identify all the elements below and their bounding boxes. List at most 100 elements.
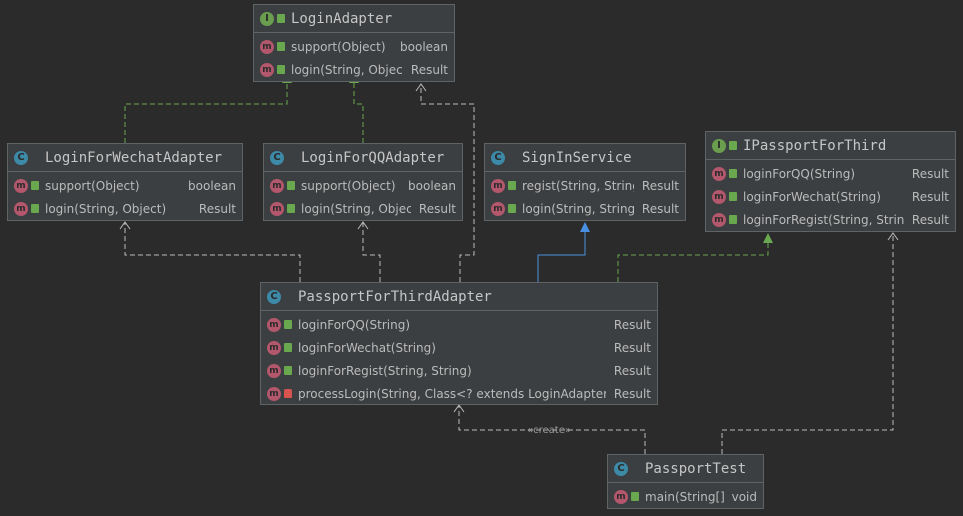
method-row[interactable]: m login(String, Object) Result: [264, 197, 462, 220]
method-row[interactable]: m loginForQQ(String) Result: [261, 313, 657, 336]
public-visibility-icon: [284, 366, 292, 375]
method-return-type: Result: [613, 317, 651, 332]
method-return-type: Result: [613, 363, 651, 378]
method-icon: m: [270, 201, 284, 216]
interface-icon: I: [712, 138, 726, 153]
method-signature: login(String, String): [522, 201, 634, 216]
edge-adapter-depends-wechat: [119, 221, 301, 282]
class-header: C SignInService: [485, 144, 685, 172]
method-return-type: Result: [641, 178, 679, 193]
public-visibility-icon: [729, 192, 737, 201]
class-icon: C: [267, 289, 281, 304]
class-name: LoginForWechatAdapter: [45, 149, 223, 166]
class-passporttest[interactable]: C PassportTest m main(String[]) void: [607, 454, 764, 509]
public-visibility-icon: [277, 14, 285, 23]
method-signature: loginForRegist(String, String): [298, 363, 472, 378]
class-loginforqqadapter[interactable]: C LoginForQQAdapter m support(Object) bo…: [263, 143, 463, 221]
method-row[interactable]: m support(Object) boolean: [8, 174, 242, 197]
public-visibility-icon: [277, 42, 285, 51]
method-row[interactable]: m support(Object) boolean: [264, 174, 462, 197]
method-row[interactable]: m loginForWechat(String) Result: [261, 336, 657, 359]
method-row[interactable]: m main(String[]) void: [608, 485, 763, 508]
method-signature: support(Object): [301, 178, 396, 193]
edge-adapter-depends-qq: [357, 221, 381, 282]
method-icon: m: [614, 489, 628, 504]
method-signature: loginForRegist(String, String): [743, 212, 904, 227]
method-return-type: boolean: [400, 39, 448, 54]
public-visibility-icon: [729, 169, 737, 178]
private-visibility-icon: [284, 389, 292, 398]
class-name: SignInService: [522, 149, 632, 166]
method-return-type: Result: [410, 62, 448, 77]
public-visibility-icon: [31, 181, 39, 190]
class-header: I IPassportForThird: [706, 132, 955, 160]
public-visibility-icon: [631, 492, 639, 501]
method-row[interactable]: m loginForRegist(String, String) Result: [706, 208, 955, 231]
method-return-type: void: [731, 489, 757, 504]
edge-qq-implements-loginadapter: [349, 73, 364, 143]
edge-adapter-extends-signinservice: [537, 222, 590, 282]
method-icon: m: [712, 166, 726, 181]
method-row[interactable]: m processLogin(String, Class<? extends L…: [261, 382, 657, 405]
public-visibility-icon: [729, 141, 737, 150]
method-row[interactable]: m login(String, Object) Result: [8, 197, 242, 220]
edge-test-creates-adapter: [453, 404, 646, 454]
method-icon: m: [712, 212, 726, 227]
method-signature: loginForQQ(String): [298, 317, 411, 332]
class-name: LoginAdapter: [291, 10, 393, 27]
class-name: PassportForThirdAdapter: [298, 288, 492, 305]
method-row[interactable]: m login(String, String) Result: [485, 197, 685, 220]
edge-adapter-depends-loginadapter: [415, 83, 475, 282]
method-signature: support(Object): [45, 178, 140, 193]
method-icon: m: [267, 386, 281, 401]
method-row[interactable]: m login(String, Object) Result: [254, 58, 454, 81]
method-icon: m: [491, 178, 505, 193]
method-icon: m: [270, 178, 284, 193]
public-visibility-icon: [287, 204, 295, 213]
class-name: PassportTest: [645, 460, 747, 477]
class-passportforthirdadapter[interactable]: C PassportForThirdAdapter m loginForQQ(S…: [260, 282, 658, 405]
class-icon: C: [614, 461, 628, 476]
method-return-type: Result: [613, 386, 651, 401]
class-loginadapter[interactable]: I LoginAdapter m support(Object) boolean…: [253, 4, 455, 82]
class-icon: C: [270, 150, 284, 165]
method-signature: main(String[]): [645, 489, 724, 504]
class-signinservice[interactable]: C SignInService m regist(String, String)…: [484, 143, 686, 221]
method-row[interactable]: m regist(String, String) Result: [485, 174, 685, 197]
method-return-type: Result: [418, 201, 456, 216]
class-header: C PassportTest: [608, 455, 763, 483]
create-stereotype-label: «create»: [527, 425, 571, 436]
method-signature: loginForWechat(String): [743, 189, 881, 204]
class-icon: C: [14, 150, 28, 165]
public-visibility-icon: [31, 204, 39, 213]
method-signature: regist(String, String): [522, 178, 634, 193]
public-visibility-icon: [729, 215, 737, 224]
interface-icon: I: [260, 11, 274, 26]
method-icon: m: [14, 178, 28, 193]
method-row[interactable]: m loginForWechat(String) Result: [706, 185, 955, 208]
method-icon: m: [267, 363, 281, 378]
method-return-type: boolean: [408, 178, 456, 193]
class-ipassportforthird[interactable]: I IPassportForThird m loginForQQ(String)…: [705, 131, 956, 232]
method-return-type: boolean: [188, 178, 236, 193]
method-return-type: Result: [911, 189, 949, 204]
class-loginforwechatadapter[interactable]: C LoginForWechatAdapter m support(Object…: [7, 143, 243, 221]
edge-test-depends-ipassport: [721, 232, 899, 454]
class-header: C LoginForQQAdapter: [264, 144, 462, 172]
method-icon: m: [267, 340, 281, 355]
class-name: LoginForQQAdapter: [301, 149, 445, 166]
method-row[interactable]: m support(Object) boolean: [254, 35, 454, 58]
class-name: IPassportForThird: [743, 137, 887, 154]
method-icon: m: [14, 201, 28, 216]
method-return-type: Result: [641, 201, 679, 216]
class-icon: C: [491, 150, 505, 165]
method-signature: loginForWechat(String): [298, 340, 436, 355]
method-row[interactable]: m loginForQQ(String) Result: [706, 162, 955, 185]
public-visibility-icon: [277, 65, 285, 74]
public-visibility-icon: [508, 204, 516, 213]
public-visibility-icon: [284, 343, 292, 352]
method-row[interactable]: m loginForRegist(String, String) Result: [261, 359, 657, 382]
edge-wechat-implements-loginadapter: [124, 73, 292, 143]
public-visibility-icon: [284, 320, 292, 329]
